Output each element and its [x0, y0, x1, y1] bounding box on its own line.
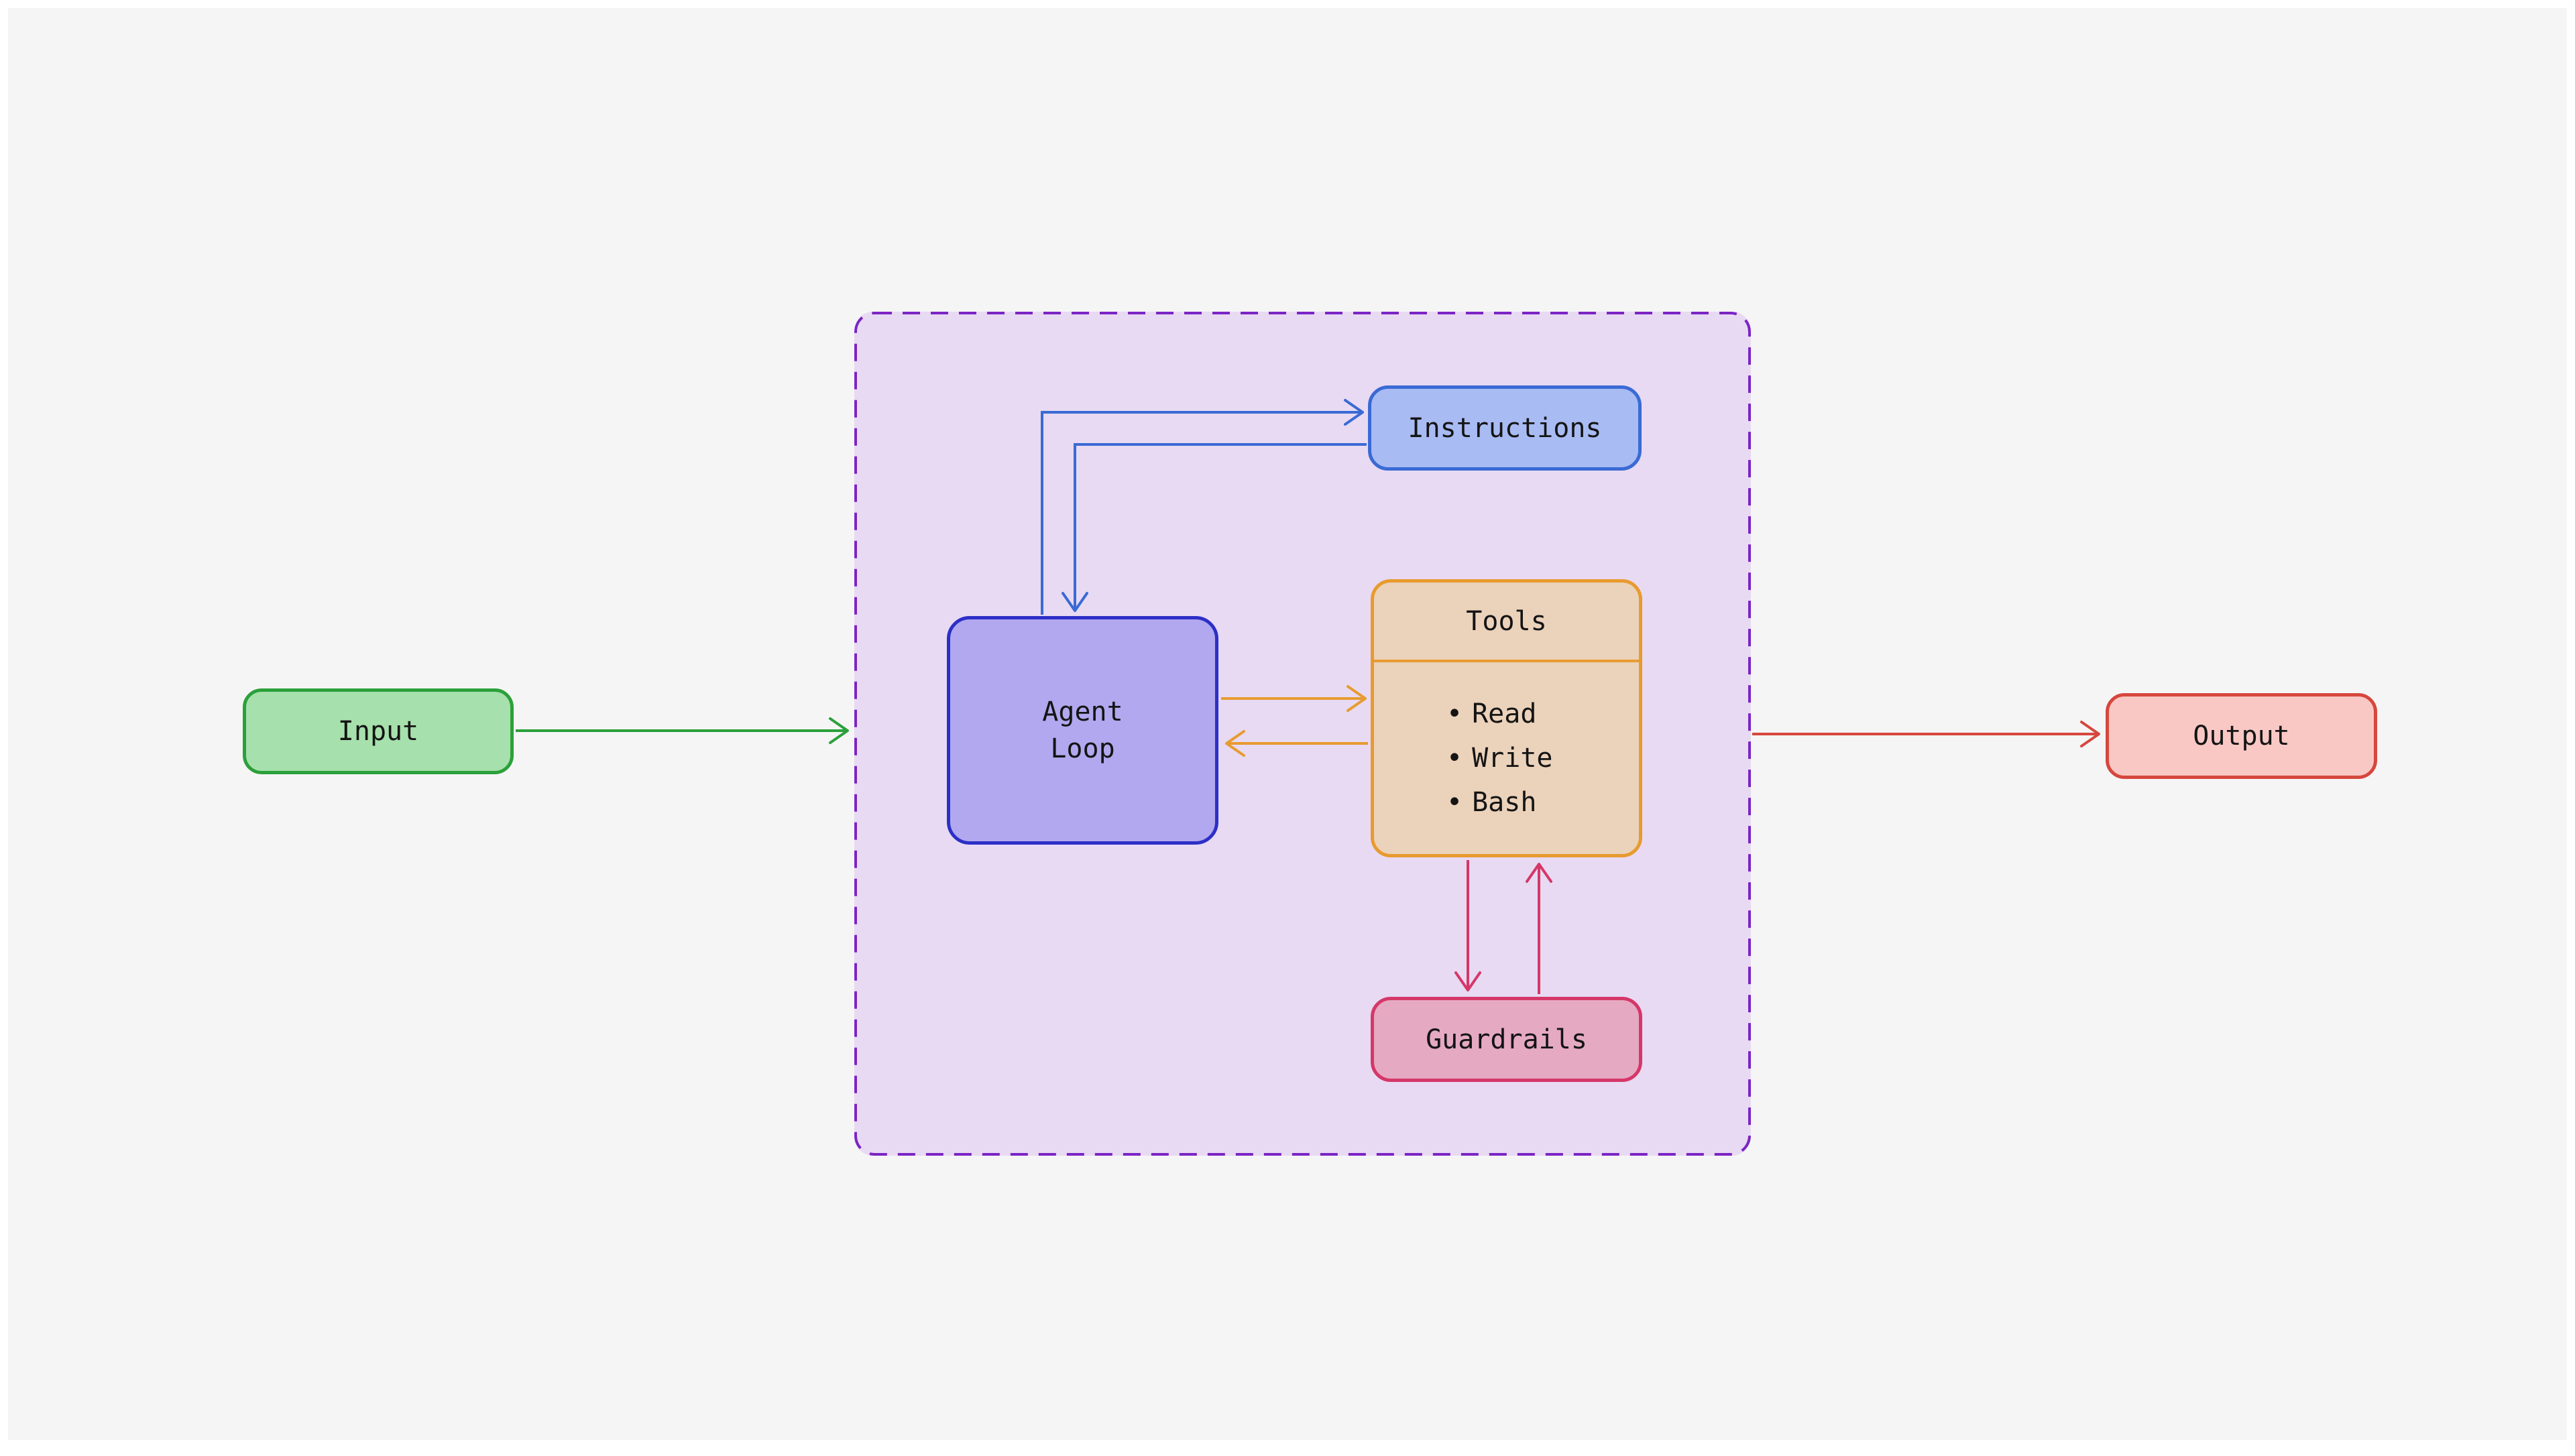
tools-item-read-label: Read [1472, 699, 1537, 729]
tools-item-read: • Read [1446, 692, 1639, 736]
node-instructions-label: Instructions [1408, 412, 1602, 444]
node-tools-body: • Read • Write • Bash [1374, 662, 1639, 825]
node-agent-loop-label-line2: Loop [1050, 733, 1115, 764]
node-guardrails: Guardrails [1371, 997, 1642, 1082]
bullet-icon: • [1446, 787, 1463, 818]
node-tools: Tools • Read • Write • Bash [1371, 579, 1642, 857]
node-agent-loop-label-line1: Agent [1042, 696, 1123, 727]
tools-item-write-label: Write [1472, 743, 1553, 774]
node-input: Input [243, 688, 514, 774]
tools-item-bash: • Bash [1446, 780, 1639, 825]
tools-item-bash-label: Bash [1472, 787, 1537, 818]
node-agent-loop: Agent Loop [947, 616, 1218, 845]
bullet-icon: • [1446, 699, 1463, 729]
node-instructions: Instructions [1368, 385, 1642, 471]
node-tools-header: Tools [1374, 583, 1639, 662]
node-output: Output [2106, 693, 2377, 779]
node-output-label: Output [2193, 721, 2290, 751]
tools-item-write: • Write [1446, 736, 1639, 780]
node-tools-title: Tools [1466, 605, 1547, 637]
diagram-canvas: Input Instructions Agent Loop Tools • Re… [8, 8, 2567, 1440]
bullet-icon: • [1446, 743, 1463, 774]
node-input-label: Input [337, 716, 419, 747]
node-guardrails-label: Guardrails [1426, 1024, 1587, 1055]
